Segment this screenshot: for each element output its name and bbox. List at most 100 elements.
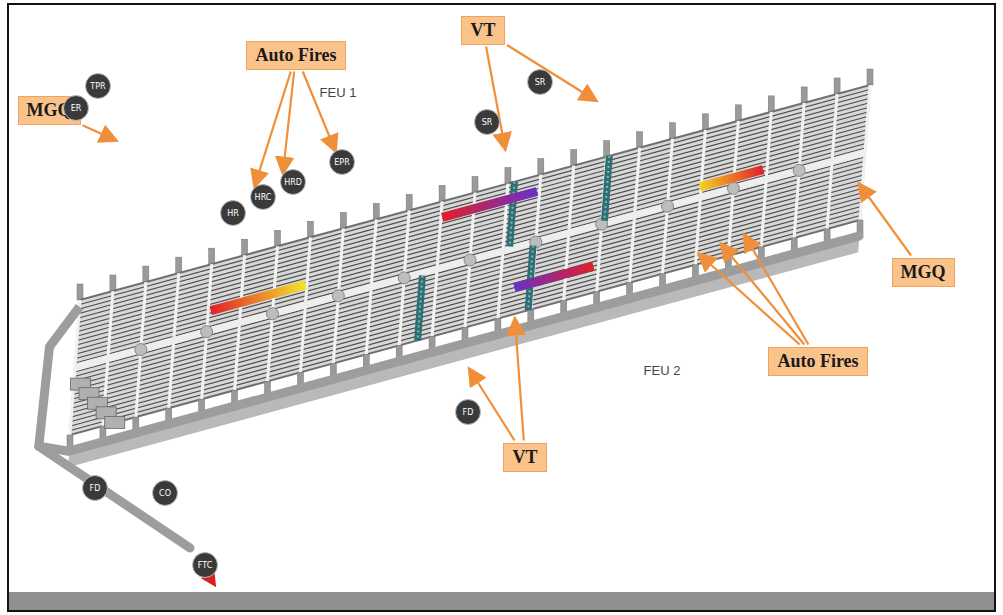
callout-box: VT (503, 443, 547, 472)
pallet-frame (268, 246, 278, 381)
leader-arrow (83, 125, 116, 140)
grate-bar (76, 144, 866, 359)
rail-disc (135, 344, 147, 356)
temperature-band (514, 266, 593, 288)
support-post (801, 87, 807, 103)
support-post (768, 96, 774, 112)
pallet-frame (728, 121, 738, 256)
marker-circle: CO (152, 480, 178, 506)
marker-text: ER (71, 104, 82, 113)
marker-text: SR (482, 118, 493, 127)
vt-hood (510, 182, 515, 247)
pallet-frame (399, 210, 409, 345)
support-post (867, 69, 873, 85)
callout-text: Auto Fires (255, 45, 336, 66)
marker-circle: HR (220, 200, 246, 226)
callout-text: MGQ (901, 262, 946, 283)
marker-text: HRD (284, 178, 302, 187)
grate-bar (75, 148, 865, 363)
grate-bar (73, 184, 863, 399)
marker-circle: TPR (85, 73, 111, 99)
support-post (439, 185, 445, 201)
temperature-band (700, 170, 763, 187)
leader-arrow (700, 255, 800, 345)
support-post (275, 230, 281, 246)
marker-circle: FTC (192, 552, 218, 578)
marker-circle: FD (455, 399, 481, 425)
grate-bar (73, 175, 863, 390)
marker-circle: HRC (250, 184, 276, 210)
vt-hood (418, 276, 423, 341)
vt-hood (605, 156, 610, 221)
rail-disc (332, 290, 344, 302)
pallet-frame (333, 228, 343, 363)
marker-text: FD (463, 408, 474, 417)
marker-text: TPR (90, 82, 105, 91)
support-post (735, 105, 741, 121)
marker-text: HRC (255, 193, 272, 202)
leader-arrow (515, 320, 524, 441)
marker-circle: SR (527, 69, 553, 95)
support-post (604, 141, 610, 157)
temperature-band (442, 192, 537, 218)
support-post (472, 177, 478, 193)
grate-bar (74, 171, 864, 386)
vt-hood (528, 246, 533, 311)
grate-bar (74, 166, 864, 381)
marker-circle: ER (63, 95, 89, 121)
leader-arrow (283, 72, 294, 173)
marker-text: EPR (334, 158, 349, 167)
rail-disc (662, 200, 674, 212)
support-post (406, 194, 412, 210)
callout-box: Auto Fires (246, 41, 346, 70)
support-post (209, 248, 215, 264)
grate-bar (72, 193, 862, 408)
marker-circle: SR (474, 109, 500, 135)
leader-arrow (745, 236, 808, 345)
rail-disc (793, 164, 805, 176)
section-label: FEU 1 (318, 85, 359, 100)
callout-text: VT (512, 447, 537, 468)
outlet-pipe (39, 446, 190, 548)
support-post (702, 114, 708, 130)
support-post (670, 123, 676, 139)
support-post (307, 221, 313, 237)
support-post (340, 212, 346, 228)
pallet-frame (794, 103, 804, 238)
temperature-band (211, 285, 306, 311)
leader-arrow (507, 45, 595, 100)
support-post (373, 203, 379, 219)
middle-rail (75, 153, 865, 368)
rail-disc (398, 272, 410, 284)
grate-deck (70, 85, 870, 435)
figure-frame (8, 4, 995, 611)
callout-text: Auto Fires (777, 351, 858, 372)
vt-hood (528, 246, 533, 311)
grate-bar (72, 189, 862, 404)
vt-hood (418, 276, 423, 341)
marker-text: SR (535, 78, 546, 87)
support-post (143, 266, 149, 282)
vt-hood (605, 156, 610, 221)
pallet-frame (136, 282, 146, 417)
support-post (637, 132, 643, 148)
pallet-frame (663, 139, 673, 274)
support-post (77, 284, 83, 300)
marker-text: CO (159, 489, 171, 498)
support-post (242, 239, 248, 255)
support-post (505, 168, 511, 184)
support-post (176, 257, 182, 273)
leader-arrow (722, 245, 804, 345)
support-post (538, 159, 544, 175)
support-post (110, 275, 116, 291)
rail-disc (727, 182, 739, 194)
leader-arrow (303, 72, 335, 151)
wind-pipe (69, 236, 859, 451)
support-post (571, 150, 577, 166)
callout-box: MGQ (892, 258, 955, 287)
grate-bar (73, 180, 863, 395)
bottom-bar (9, 592, 994, 610)
